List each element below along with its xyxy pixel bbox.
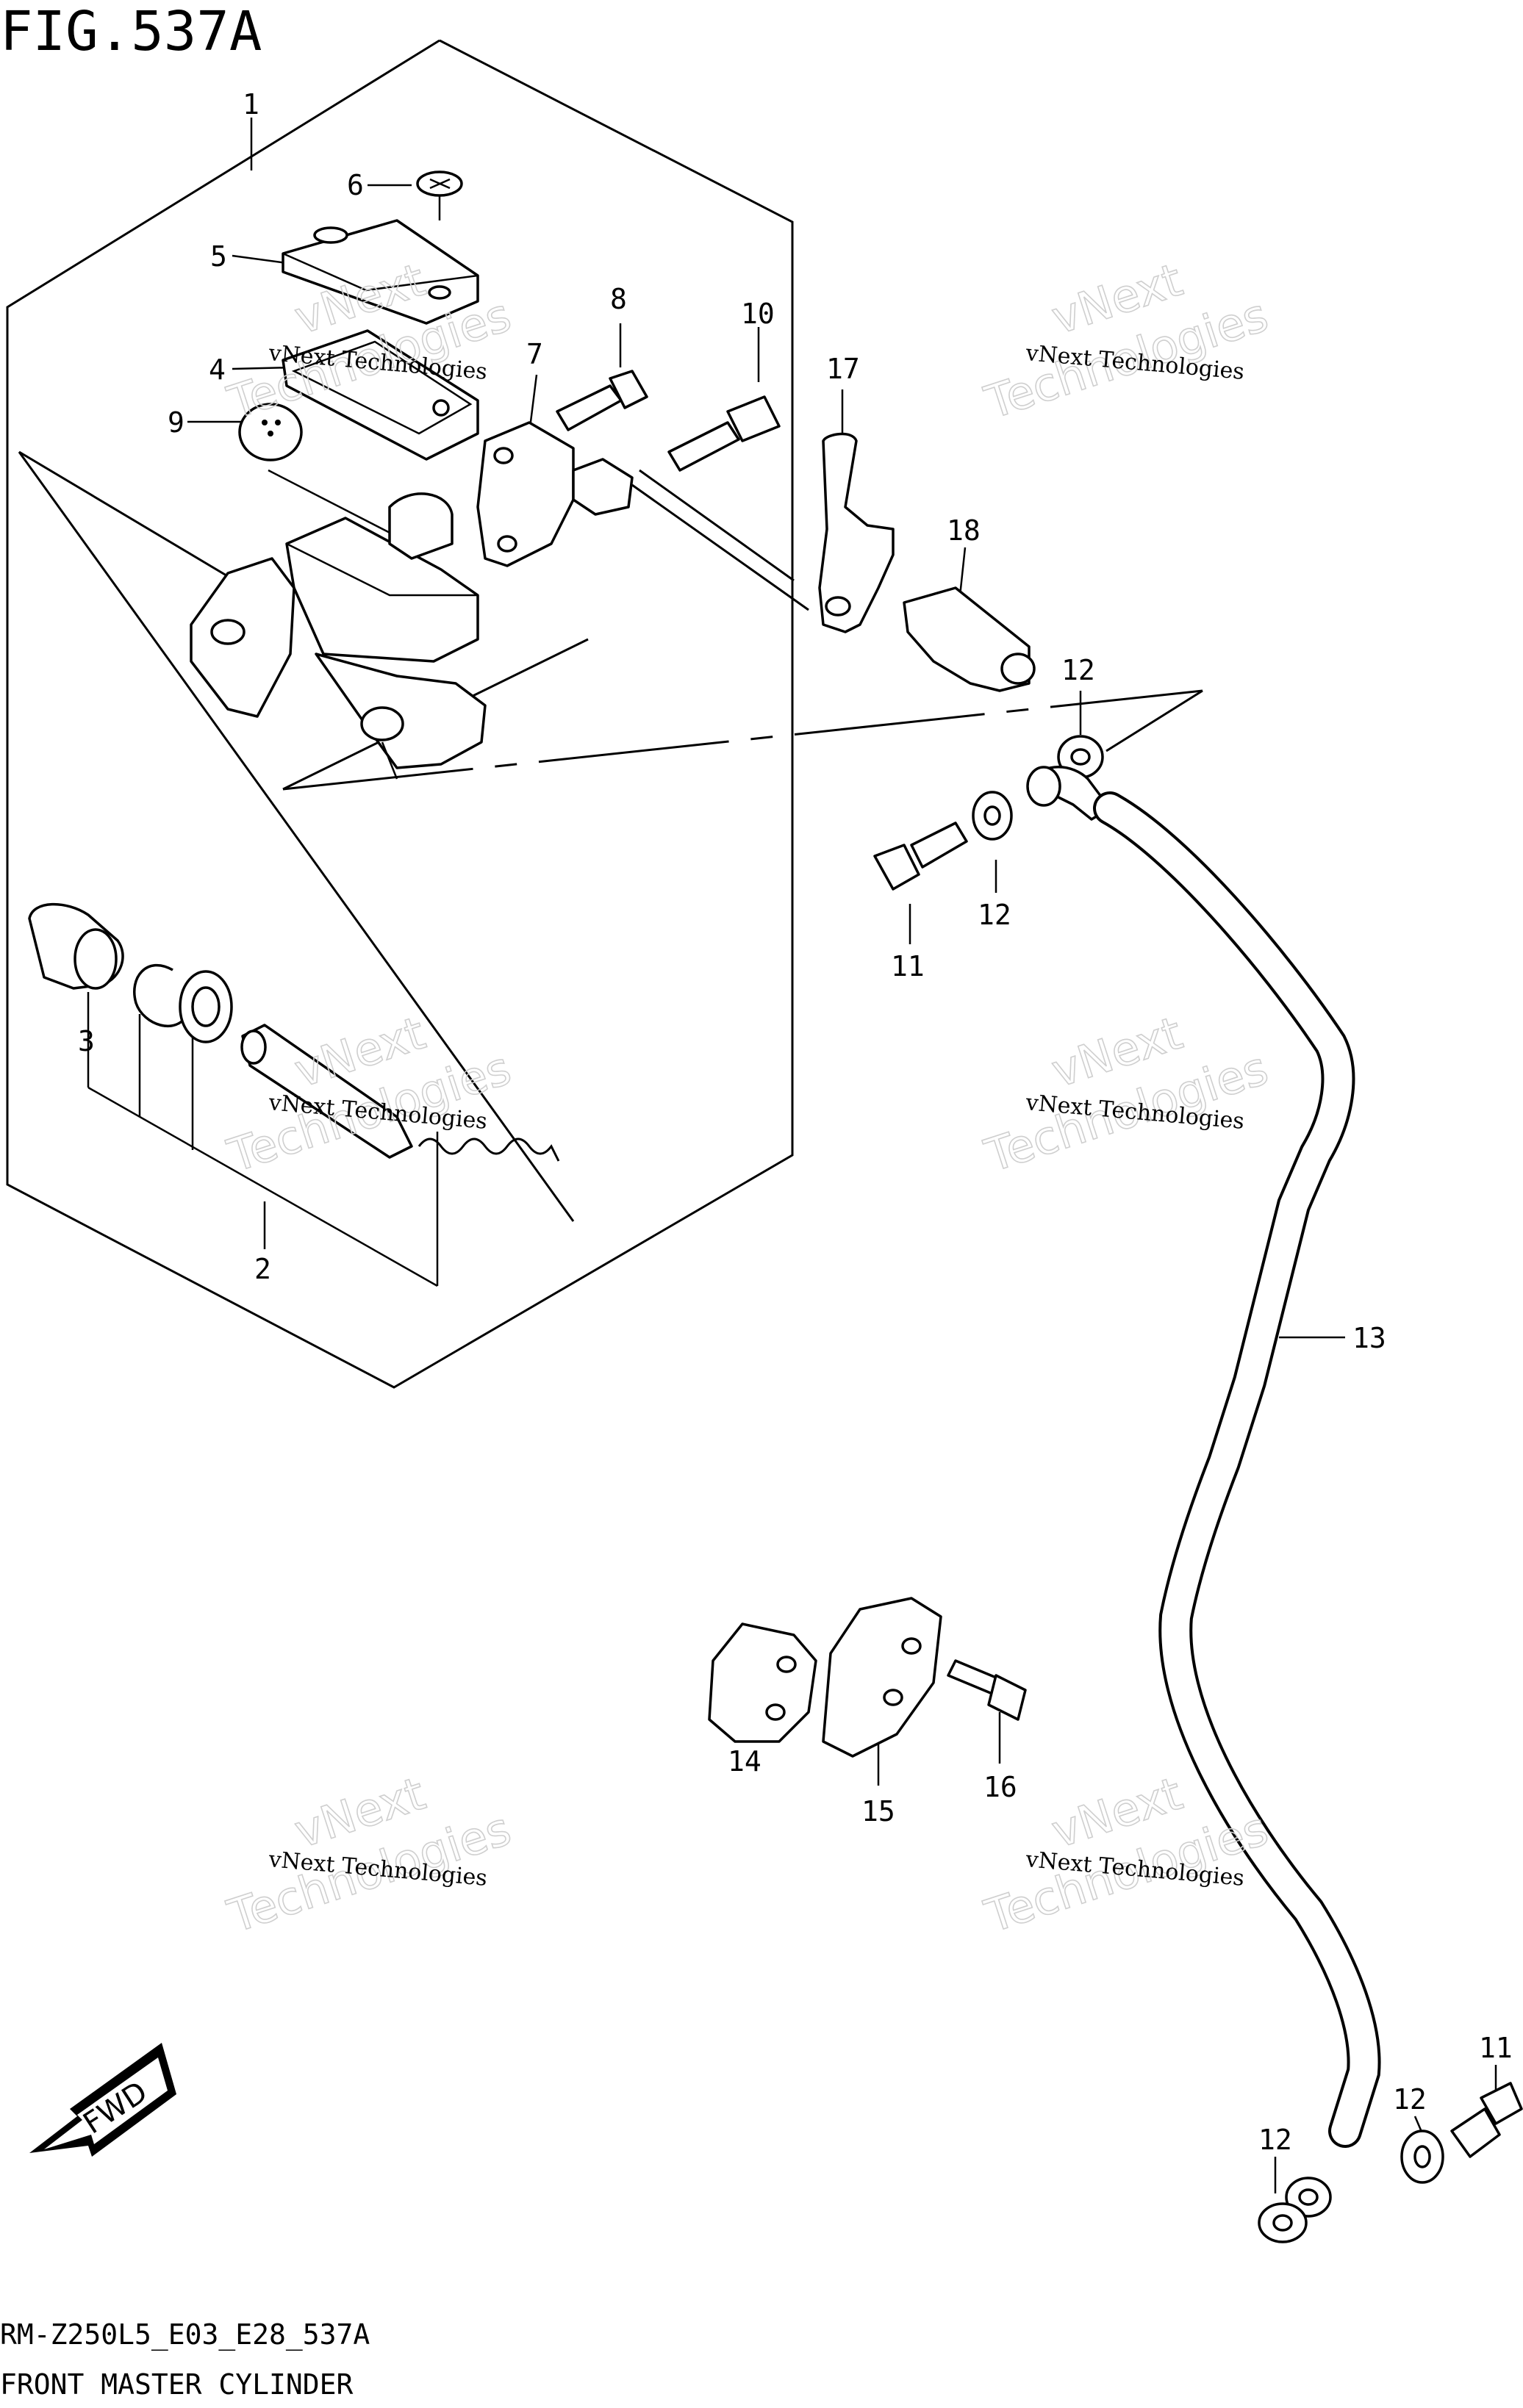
hose-clamp-15 [822, 1597, 942, 1758]
callout-7: 7 [526, 338, 543, 370]
callout-13: 13 [1352, 1322, 1386, 1354]
diaphragm-plate-4 [282, 329, 479, 461]
callout-16: 16 [983, 1771, 1017, 1803]
fwd-direction-badge: FWD [29, 2043, 176, 2157]
callout-3: 3 [78, 1025, 95, 1057]
callout-18: 18 [947, 514, 981, 547]
circlip [133, 964, 189, 1028]
callout-1: 1 [243, 88, 259, 121]
bolt-8 [556, 370, 648, 431]
dust-boot-3 [28, 902, 124, 990]
screw-6 [416, 170, 463, 220]
bolt-16 [947, 1659, 1027, 1721]
master-cylinder-body [190, 492, 487, 780]
callout-15: 15 [861, 1795, 895, 1827]
lever-17 [818, 432, 895, 633]
callout-10: 10 [741, 298, 775, 330]
union-bolt-11-lower [1450, 2082, 1523, 2158]
brake-hose-13 [1026, 766, 1381, 2218]
washer-12-lower-right [1400, 2130, 1444, 2184]
reservoir-boot-9 [238, 403, 303, 461]
watermark-mid-right: vNext Technologies vNext Technologies [978, 1005, 1275, 1183]
washer-12-middle [972, 791, 1013, 841]
washer-12-lower-left [1258, 2202, 1308, 2243]
watermark-bottom-left: vNext Technologies vNext Technologies [221, 1766, 517, 1944]
callout-9: 9 [168, 406, 184, 439]
hose-clamp-14 [708, 1622, 817, 1743]
assembly-outline [6, 39, 794, 1389]
watermark-top-right: vNext Technologies vNext Technologies [978, 252, 1275, 430]
callout-8: 8 [610, 283, 627, 315]
callout-17: 17 [826, 353, 860, 385]
callout-11a: 11 [891, 950, 925, 982]
piston-washer [179, 970, 233, 1043]
callout-12d: 12 [1258, 2124, 1292, 2156]
callout-5: 5 [210, 240, 227, 273]
callout-12a: 12 [1061, 654, 1095, 686]
footer-caption: FRONT MASTER CYLINDER [0, 2368, 354, 2401]
piston-spring [418, 1137, 560, 1162]
reservoir-cap-5 [282, 219, 479, 325]
callout-12b: 12 [978, 899, 1011, 931]
union-bolt-11-upper [873, 822, 968, 891]
piston [240, 1024, 413, 1159]
callout-labels: 1 6 5 8 10 4 7 17 9 18 12 12 11 3 2 13 1… [78, 88, 1513, 2156]
lever-bracket-7 [476, 421, 634, 567]
switch-18 [903, 586, 1036, 692]
callout-4: 4 [209, 353, 226, 386]
callout-14: 14 [728, 1745, 762, 1778]
callout-11b: 11 [1479, 2032, 1513, 2064]
figure-title: FIG.537A [0, 0, 262, 63]
callout-2: 2 [254, 1253, 271, 1285]
footer-code: RM-Z250L5_E03_E28_537A [0, 2318, 370, 2351]
bolt-10 [667, 395, 781, 472]
callout-6: 6 [347, 169, 364, 201]
guide-lines [18, 450, 1203, 1222]
callout-12c: 12 [1393, 2083, 1427, 2116]
